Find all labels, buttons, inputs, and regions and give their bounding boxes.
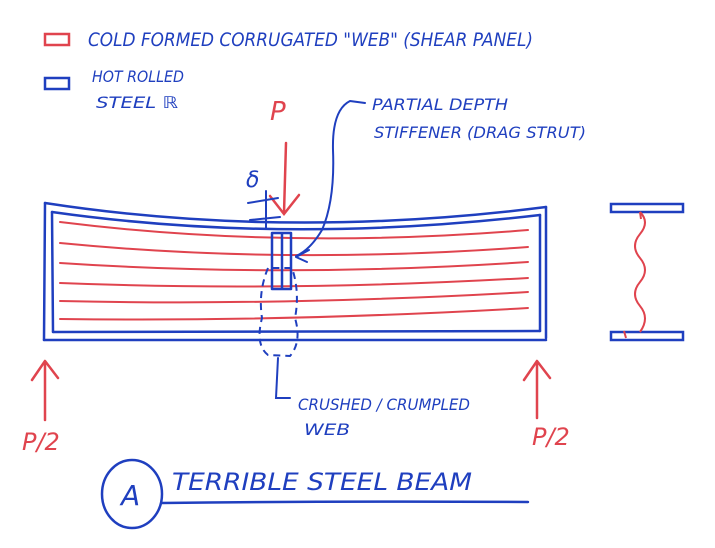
blue-legend-swatch [43,76,71,91]
red-legend-swatch [43,32,71,47]
crushed-label-line2: WEB [304,420,350,439]
right-reaction-arrow [522,359,552,420]
deflection-label: δ [246,168,259,193]
crushed-label-line1: CRUSHED / CRUMPLED [298,395,470,414]
title-underline [160,500,530,505]
top-load-arrow [268,141,301,217]
title-circle [100,458,164,530]
stiffener-leader [295,100,366,263]
beam-cross-section [609,202,685,342]
stiffener-label-line1: PARTIAL DEPTH [372,95,508,114]
top-load-label: P [270,97,286,127]
blue-legend-label-line1: HOT ROLLED [92,67,184,86]
right-reaction-label: P/2 [532,423,570,451]
left-reaction-label: P/2 [22,428,60,456]
red-legend-label: COLD FORMED CORRUGATED "WEB" (SHEAR PANE… [88,29,533,51]
title-circle-letter: A [119,479,140,512]
left-reaction-arrow [30,359,60,422]
crushed-web-region [258,267,299,358]
blue-legend-label-line2: STEEL ℝ [96,93,178,112]
stiffener-label-line2: STIFFENER (DRAG STRUT) [374,123,586,142]
crushed-leader [274,357,291,399]
title-text: TERRIBLE STEEL BEAM [172,468,472,496]
corrugated-web-lines [59,221,529,321]
beam-flanges [42,201,548,342]
partial-depth-stiffener [270,231,293,291]
